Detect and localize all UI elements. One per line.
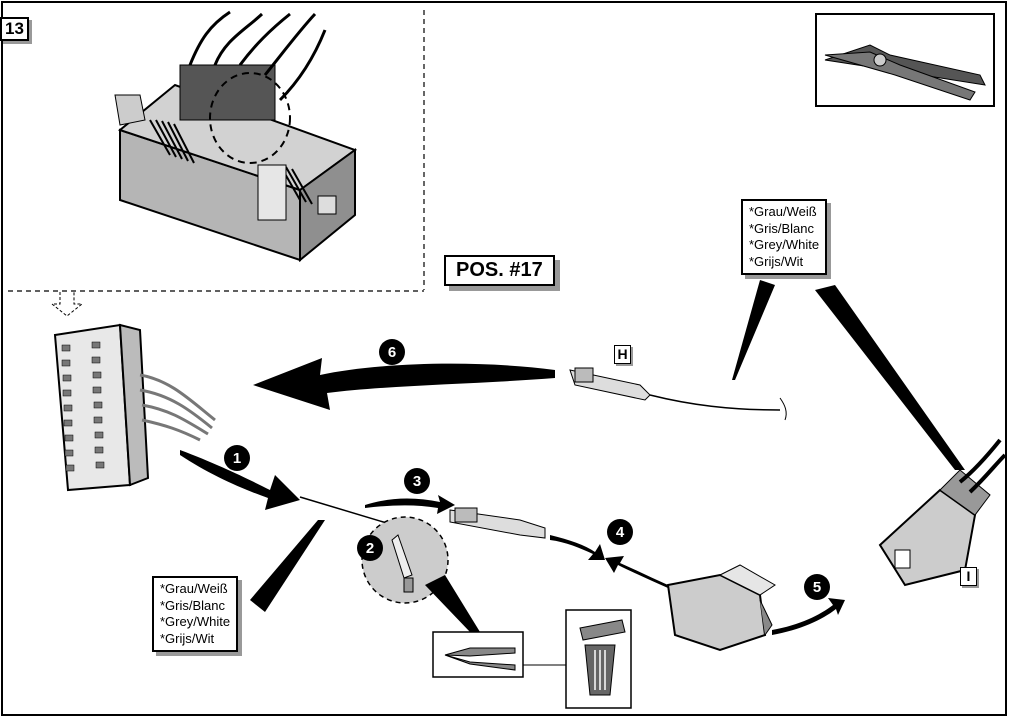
- svg-text:4: 4: [616, 524, 625, 541]
- control-module-illustration: [114, 10, 358, 263]
- pointer-to-connector-i: [815, 285, 965, 470]
- step-number: 13: [0, 17, 29, 41]
- trash-bin-icon: [565, 609, 632, 709]
- side-cutter-icon: [432, 631, 524, 678]
- svg-text:6: 6: [388, 344, 396, 361]
- arrow-step-5: [772, 598, 845, 635]
- svg-text:2: 2: [366, 540, 374, 557]
- step-marker-4: 4: [607, 519, 633, 545]
- arrow-step-1: [180, 450, 300, 510]
- step-marker-2: 2: [357, 535, 383, 561]
- crimping-pliers-icon: [815, 13, 995, 107]
- dashed-down-arrow: [50, 292, 84, 317]
- pointer-to-wire-h: [732, 280, 775, 380]
- arrow-step-4b: [605, 556, 668, 588]
- step-marker-1: 1: [224, 445, 250, 471]
- step-marker-3: 3: [404, 468, 430, 494]
- step-marker-5: 5: [804, 574, 830, 600]
- pointer-to-cutter: [425, 575, 480, 632]
- connector-housing: [666, 564, 776, 652]
- connector-h: [569, 367, 787, 421]
- color-callout-bottom: *Grau/Weiß *Gris/Blanc *Grey/White *Grij…: [152, 576, 239, 652]
- terminal-pin: [449, 507, 546, 539]
- cut-terminal-detail: [361, 516, 449, 604]
- connector-i: [878, 438, 1007, 587]
- connector-label-i: I: [960, 567, 977, 586]
- pointer-bottom-callout: [250, 520, 325, 612]
- arrow-step-4: [550, 535, 605, 560]
- step-marker-6: 6: [379, 339, 405, 365]
- connector-label-h: H: [614, 345, 631, 364]
- arrow-step-3: [365, 495, 455, 514]
- svg-text:1: 1: [233, 450, 241, 467]
- color-callout-top: *Grau/Weiß *Gris/Blanc *Grey/White *Grij…: [741, 199, 828, 275]
- connector-block-illustration: [53, 323, 216, 492]
- position-label: POS. #17: [444, 255, 555, 286]
- svg-text:3: 3: [413, 473, 421, 490]
- arrow-step-6: [253, 358, 555, 410]
- svg-text:5: 5: [813, 579, 821, 596]
